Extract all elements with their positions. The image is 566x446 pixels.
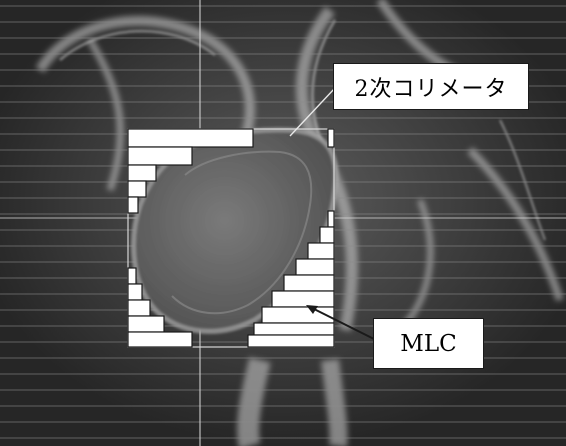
mlc-leaf — [272, 291, 334, 307]
mlc-leaf — [128, 197, 138, 213]
mlc-leaf — [128, 332, 192, 347]
mlc-leaf — [284, 275, 334, 291]
mlc-leaf — [308, 243, 334, 259]
mlc-leaf — [128, 284, 142, 300]
secondary-collimator-label: 2次コリメータ — [333, 63, 529, 110]
mlc-leaf — [128, 181, 146, 197]
mlc-leaf — [128, 300, 150, 316]
mlc-leaf — [248, 335, 334, 347]
mlc-leaf — [262, 307, 334, 323]
mlc-leaf — [254, 323, 334, 335]
mlc-leaf — [128, 147, 192, 165]
mlc-leaf — [128, 165, 156, 181]
mlc-leaf — [328, 211, 334, 227]
mlc-leaf — [128, 129, 253, 147]
mlc-leaf — [128, 268, 136, 284]
mlc-leaf — [296, 259, 334, 275]
mlc-leaf — [320, 227, 334, 243]
mlc-leaf — [128, 316, 164, 332]
mlc-label: MLC — [373, 318, 484, 369]
mlc-leaf — [328, 129, 334, 147]
